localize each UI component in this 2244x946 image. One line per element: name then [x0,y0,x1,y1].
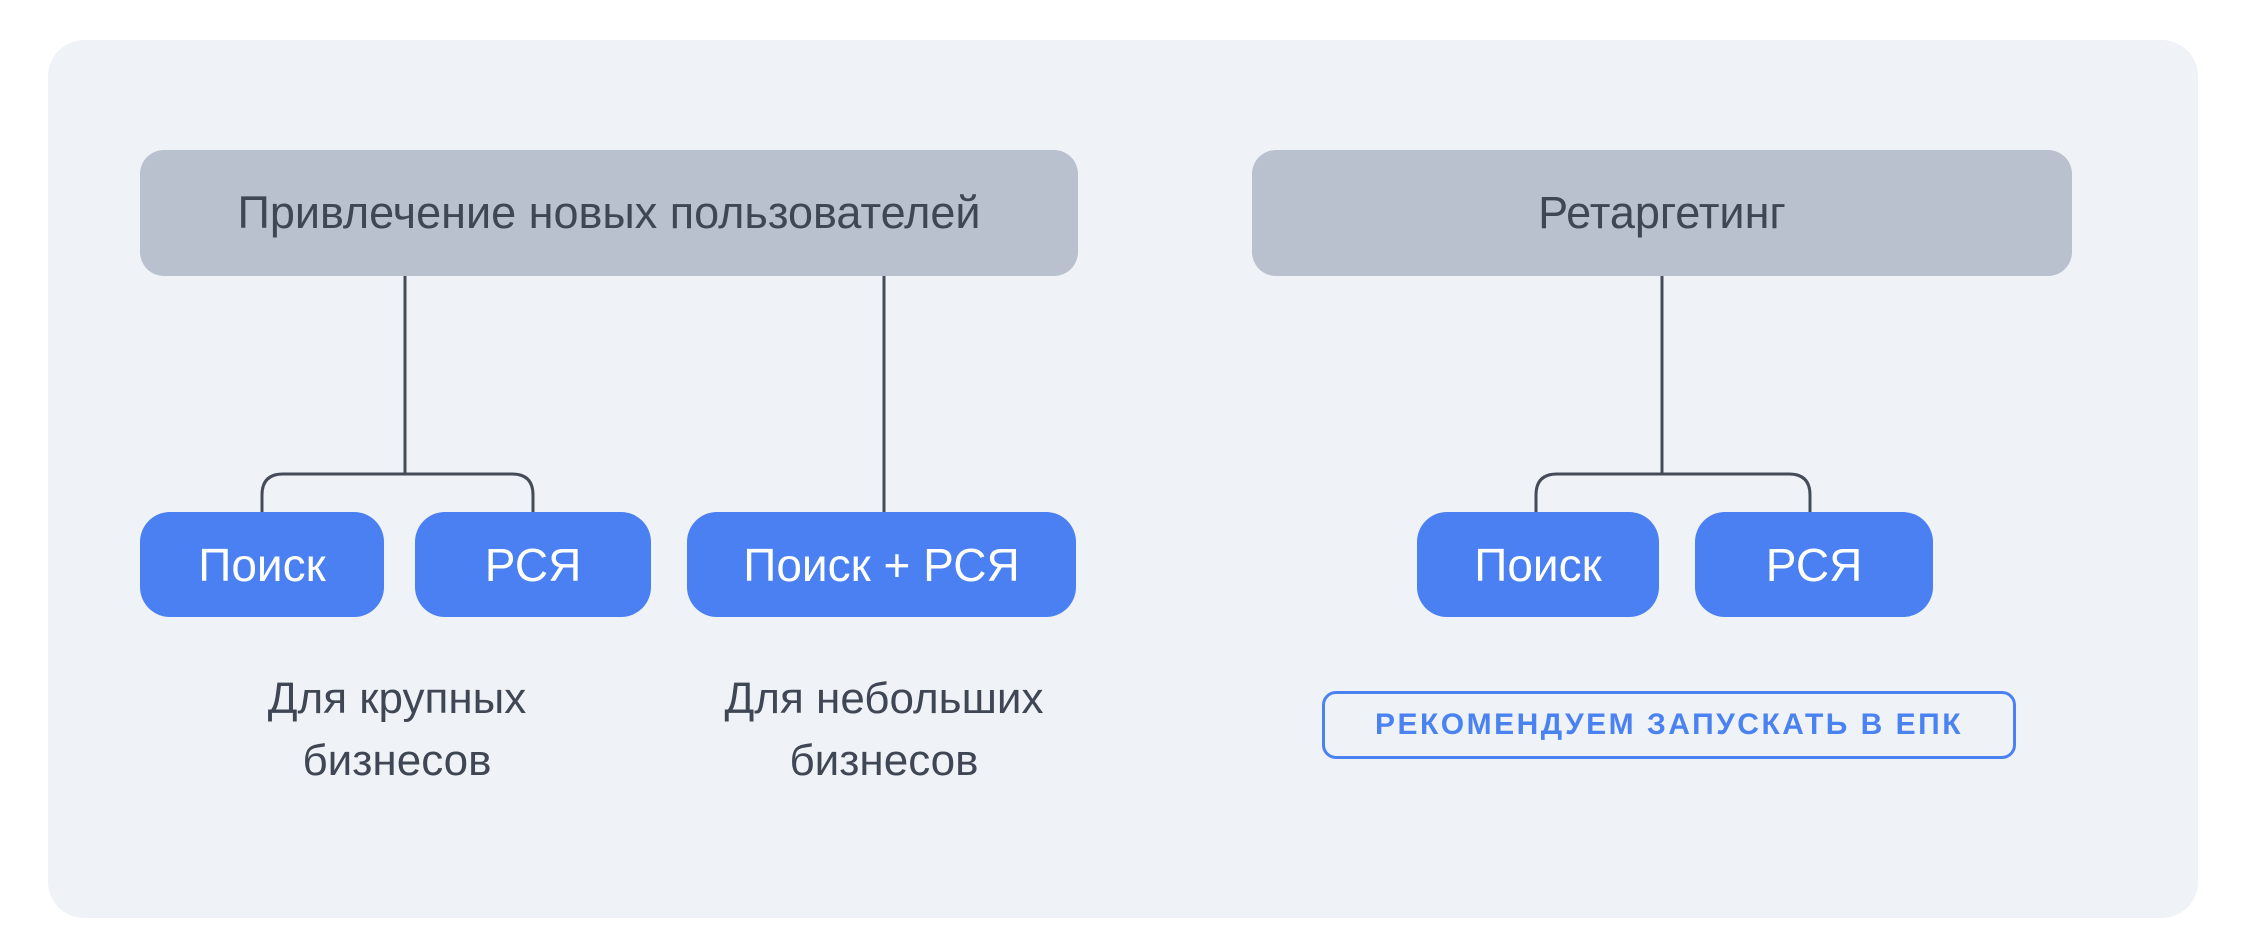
caption-small-business: Для небольших бизнесов [684,668,1084,792]
node-rsya-right: РСЯ [1695,512,1933,617]
caption-large-business: Для крупных бизнесов [197,668,597,792]
node-rsya-left-label: РСЯ [484,538,582,591]
caption-large-business-line2: бизнесов [302,736,492,785]
node-retargeting-label: Ретаргетинг [1538,187,1786,238]
caption-small-business-line1: Для небольших [724,674,1044,723]
node-attract-new-users: Привлечение новых пользователей [140,150,1078,276]
node-search-left-label: Поиск [198,538,326,591]
recommendation-badge-label: РЕКОМЕНДУЕМ ЗАПУСКАТЬ В ЕПК [1374,708,1964,741]
node-search-plus-rsya-label: Поиск + РСЯ [743,538,1020,591]
node-search-right: Поиск [1417,512,1659,617]
node-search-left: Поиск [140,512,384,617]
node-search-plus-rsya: Поиск + РСЯ [687,512,1076,617]
caption-small-business-line2: бизнесов [789,736,979,785]
node-rsya-right-label: РСЯ [1765,538,1863,591]
node-attract-label: Привлечение новых пользователей [237,187,981,238]
node-retargeting: Ретаргетинг [1252,150,2072,276]
node-search-right-label: Поиск [1474,538,1602,591]
recommendation-badge: РЕКОМЕНДУЕМ ЗАПУСКАТЬ В ЕПК [1322,691,2016,759]
node-rsya-left: РСЯ [415,512,651,617]
caption-large-business-line1: Для крупных [267,674,527,723]
